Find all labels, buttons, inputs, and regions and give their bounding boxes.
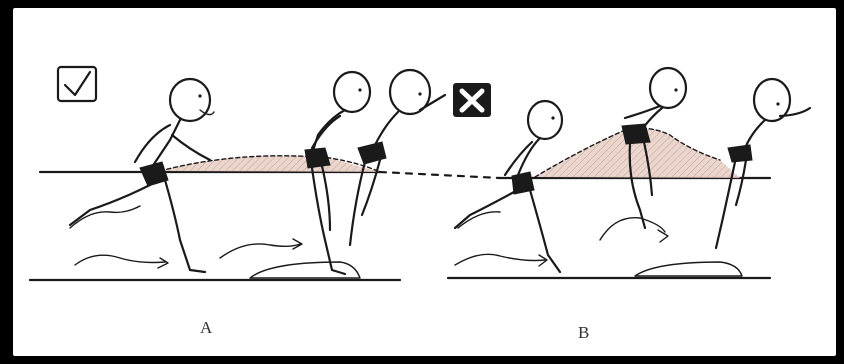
runner-a1 xyxy=(70,79,214,272)
runner-b3 xyxy=(716,79,810,248)
takeoff-board-a xyxy=(250,262,360,278)
panel-label-b: B xyxy=(578,323,589,342)
runner-b1 xyxy=(455,101,562,272)
motion-arrow-b1 xyxy=(455,254,545,265)
panel-b: B xyxy=(448,68,810,342)
panel-a: A xyxy=(30,67,500,337)
check-icon xyxy=(58,67,96,101)
dotted-connector xyxy=(380,172,500,178)
motion-arrow-a1 xyxy=(75,255,165,265)
cross-icon xyxy=(453,83,491,117)
takeoff-board-b xyxy=(635,262,742,276)
motion-arrow-b2 xyxy=(600,218,665,240)
motion-arrow-a2 xyxy=(220,244,300,258)
panel-label-a: A xyxy=(200,318,213,337)
